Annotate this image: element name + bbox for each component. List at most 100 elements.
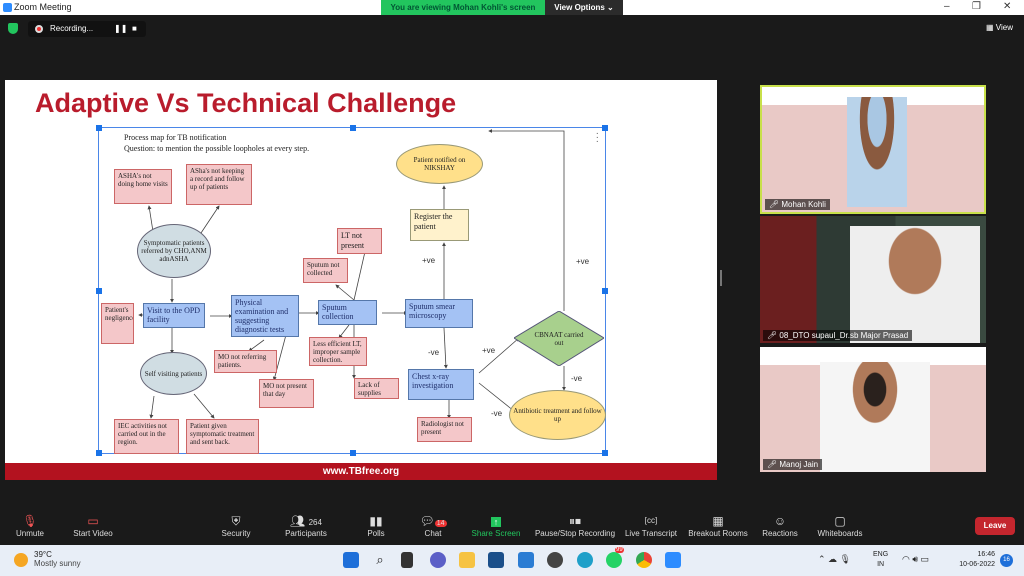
breakout-rooms-button[interactable]: ▦Breakout Rooms xyxy=(683,513,753,538)
participant-video xyxy=(850,226,980,343)
leave-button[interactable]: Leave xyxy=(975,517,1015,535)
whatsapp-badge: 99 xyxy=(615,547,624,553)
teams-chat-icon[interactable] xyxy=(430,552,446,568)
zoom-taskbar-icon[interactable] xyxy=(665,552,681,568)
more-options-icon[interactable]: ··· xyxy=(595,128,599,147)
node: Register the patient xyxy=(410,209,469,241)
shared-slide: Adaptive Vs Technical Challenge Proces xyxy=(5,80,717,480)
edge-label: -ve xyxy=(428,348,440,357)
resize-handle[interactable] xyxy=(350,450,356,456)
zoom-logo-icon xyxy=(3,3,12,12)
participant-name: 🎤︎ 08_DTO supaul_Dr.sb Major Prasad xyxy=(763,330,913,341)
whatsapp-icon[interactable]: 99 xyxy=(606,547,624,568)
breakout-label: Breakout Rooms xyxy=(688,529,748,538)
node: Chest x-ray investigation xyxy=(408,369,474,400)
node: Self visiting patients xyxy=(140,352,207,395)
participant-video-tile[interactable]: 🎤︎ Manoj Jain xyxy=(760,347,986,472)
slide-footer: www.TBfree.org xyxy=(5,463,717,480)
search-icon[interactable]: ⌕ xyxy=(376,552,384,567)
unmute-button[interactable]: 🎙︎Unmute xyxy=(0,513,65,538)
polls-icon: ▮▮ xyxy=(369,514,383,528)
tray-icons[interactable]: ⌃ ☁ 🎙︎ xyxy=(818,554,851,564)
whiteboard-icon: ▢ xyxy=(834,514,846,528)
node: Physical examination and suggesting diag… xyxy=(231,295,299,337)
participants-label: Participants xyxy=(285,529,327,538)
minimize-button[interactable]: – xyxy=(944,1,950,12)
mic-muted-icon: 🎤︎ xyxy=(767,460,780,469)
breakout-icon: ▦ xyxy=(712,514,724,528)
resize-handle[interactable] xyxy=(350,125,356,131)
participant-video-tile[interactable]: 🎤︎ 08_DTO supaul_Dr.sb Major Prasad xyxy=(760,216,986,343)
polls-button[interactable]: ▮▮Polls xyxy=(341,513,411,538)
resize-handle[interactable] xyxy=(602,288,608,294)
live-transcript-label: Live Transcript xyxy=(624,529,678,538)
view-options-button[interactable]: View Options ⌄ xyxy=(545,0,623,15)
pause-recording-button[interactable]: ❚❚ xyxy=(114,24,128,33)
chrome-icon[interactable] xyxy=(636,552,652,568)
resize-handle[interactable] xyxy=(602,450,608,456)
participant-video-tile[interactable]: 🎤︎ Mohan Kohli xyxy=(760,85,986,214)
pause-stop-recording-button[interactable]: ⏸︎⏹︎Pause/Stop Recording xyxy=(530,513,620,538)
decision-diamond xyxy=(514,311,604,366)
file-explorer-icon[interactable] xyxy=(459,552,475,568)
resize-handle[interactable] xyxy=(720,270,722,286)
whiteboards-button[interactable]: ▢Whiteboards xyxy=(805,513,875,538)
resize-handle[interactable] xyxy=(96,125,102,131)
viewing-banner: You are viewing Mohan Kohli's screen xyxy=(381,0,545,15)
node: CBNAAT carried out xyxy=(534,330,584,347)
reactions-button[interactable]: ☺Reactions xyxy=(745,513,815,538)
shield-check-icon xyxy=(8,23,18,34)
restore-button[interactable]: ❐ xyxy=(972,1,981,12)
pause-stop-icon: ⏸︎⏹︎ xyxy=(568,514,581,528)
reactions-label: Reactions xyxy=(762,529,798,538)
participant-video xyxy=(820,362,930,472)
polls-label: Polls xyxy=(367,529,385,538)
node: Less efficient LT, improper sample colle… xyxy=(309,337,367,366)
chat-badge: 14 xyxy=(434,520,447,527)
security-button[interactable]: ⛨Security xyxy=(201,513,271,538)
start-icon[interactable] xyxy=(343,552,359,568)
resize-handle[interactable] xyxy=(96,450,102,456)
diagram-question: Question: to mention the possible loopho… xyxy=(124,144,310,153)
recording-label: Recording... xyxy=(50,24,94,33)
smiley-icon: ☺ xyxy=(773,514,787,528)
chat-label: Chat xyxy=(424,529,442,538)
video-off-icon: ▭ xyxy=(87,514,99,528)
diagram-heading: Process map for TB notification xyxy=(124,133,227,142)
share-screen-button[interactable]: ↑Share Screen xyxy=(461,513,531,538)
participant-name: 🎤︎ Manoj Jain xyxy=(763,459,823,470)
temperature: 39°C xyxy=(34,550,52,559)
network-sound-battery-icons[interactable]: ◠ 🔊︎ ▭ xyxy=(902,554,930,564)
resize-handle[interactable] xyxy=(96,288,102,294)
live-transcript-button[interactable]: [cc]Live Transcript xyxy=(616,513,686,538)
app-icon[interactable] xyxy=(518,552,534,568)
dell-icon[interactable] xyxy=(547,552,563,568)
node: Patient notified on NIKSHAY xyxy=(396,144,483,184)
pause-stop-label: Pause/Stop Recording xyxy=(534,529,616,538)
start-video-button[interactable]: ▭Start Video xyxy=(58,513,128,538)
edge-label: -ve xyxy=(571,374,583,383)
view-button[interactable]: ▦ View xyxy=(986,23,1013,32)
slide-title: Adaptive Vs Technical Challenge xyxy=(35,88,457,118)
participants-count: 264 xyxy=(308,518,322,527)
resize-handle[interactable] xyxy=(602,125,608,131)
task-view-icon[interactable] xyxy=(401,552,413,568)
store-icon[interactable] xyxy=(488,552,504,568)
edge-icon[interactable] xyxy=(577,552,593,568)
window-title: Zoom Meeting xyxy=(14,2,72,12)
node: MO not present that day xyxy=(259,379,314,408)
lang1: ENG xyxy=(873,551,889,558)
node: Sputum not collected xyxy=(303,258,348,283)
close-button[interactable]: ✕ xyxy=(1003,1,1012,12)
node: MO not referring patients. xyxy=(214,350,277,373)
notification-badge[interactable]: 16 xyxy=(1000,554,1013,567)
stop-recording-button[interactable]: ■ xyxy=(132,24,137,33)
share-screen-icon: ↑ xyxy=(461,513,531,529)
